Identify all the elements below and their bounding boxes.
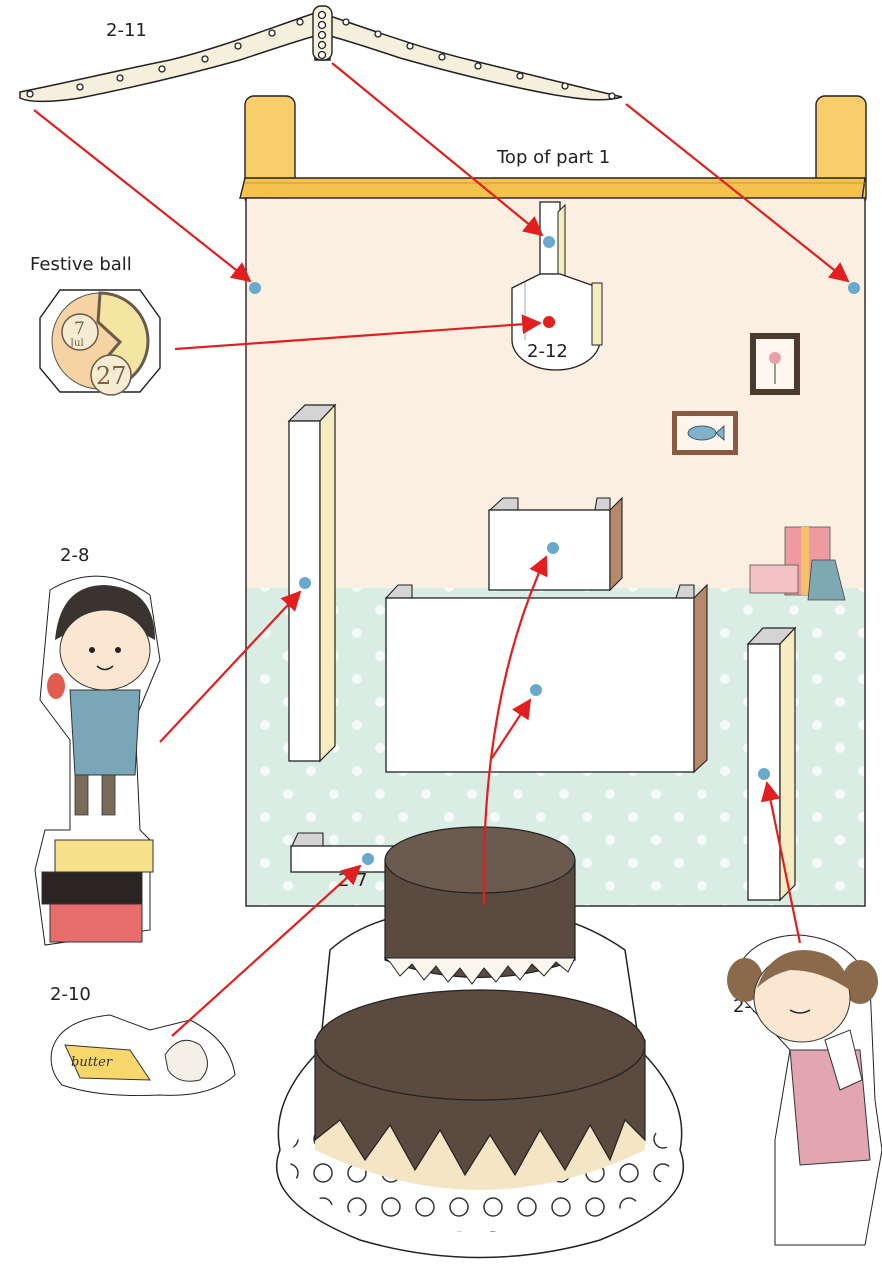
garland-part	[19, 5, 623, 103]
upper-center-stand	[488, 496, 623, 592]
slot-marker	[543, 236, 555, 248]
slot-marker	[530, 684, 542, 696]
roof-part	[239, 95, 867, 207]
butter-label: 2-10	[50, 984, 91, 1005]
ball-day-big: 27	[96, 362, 127, 390]
fish-picture	[672, 411, 738, 455]
assembly-arrows	[33, 62, 850, 1037]
boy-figure	[34, 575, 161, 946]
arrow-butter	[171, 864, 362, 1037]
arrow-garland-right	[625, 103, 850, 283]
arrow-festive-ball	[174, 314, 542, 351]
left-tall-stand	[287, 403, 337, 763]
festive-ball-label: Festive ball	[30, 254, 132, 275]
gift-boxes	[749, 526, 846, 601]
ball-day-small: 7	[74, 319, 85, 339]
right-tall-stand	[746, 626, 797, 902]
slot-marker	[362, 853, 374, 865]
plate-label: 2-12	[527, 341, 568, 362]
girl-figure	[727, 934, 882, 1246]
slot-markers	[249, 236, 860, 865]
arrow-boy	[159, 590, 302, 743]
butter-text: butter	[71, 1055, 113, 1070]
arrow-girl	[760, 781, 802, 944]
cake-figure	[275, 826, 685, 1259]
slot-marker	[848, 282, 860, 294]
slot-marker	[547, 542, 559, 554]
slot-marker	[249, 282, 261, 294]
arrow-cake-middle	[491, 698, 532, 759]
ball-month: Jul	[69, 338, 84, 349]
slot-marker	[758, 768, 770, 780]
top-of-part-label: Top of part 1	[496, 147, 610, 168]
arrow-garland-left	[33, 109, 252, 283]
butter-figure: butter	[50, 1014, 236, 1097]
garland-label: 2-11	[106, 20, 147, 41]
arrow-cake-upper	[482, 555, 548, 906]
festive-ball-part: 7 Jul 27	[39, 289, 161, 396]
slot-marker	[299, 577, 311, 589]
boy-label: 2-8	[60, 545, 89, 566]
flower-picture	[750, 333, 800, 395]
large-center-stand	[384, 583, 708, 774]
arrow-garland-center	[331, 62, 544, 237]
plate-center-marker	[543, 316, 555, 328]
